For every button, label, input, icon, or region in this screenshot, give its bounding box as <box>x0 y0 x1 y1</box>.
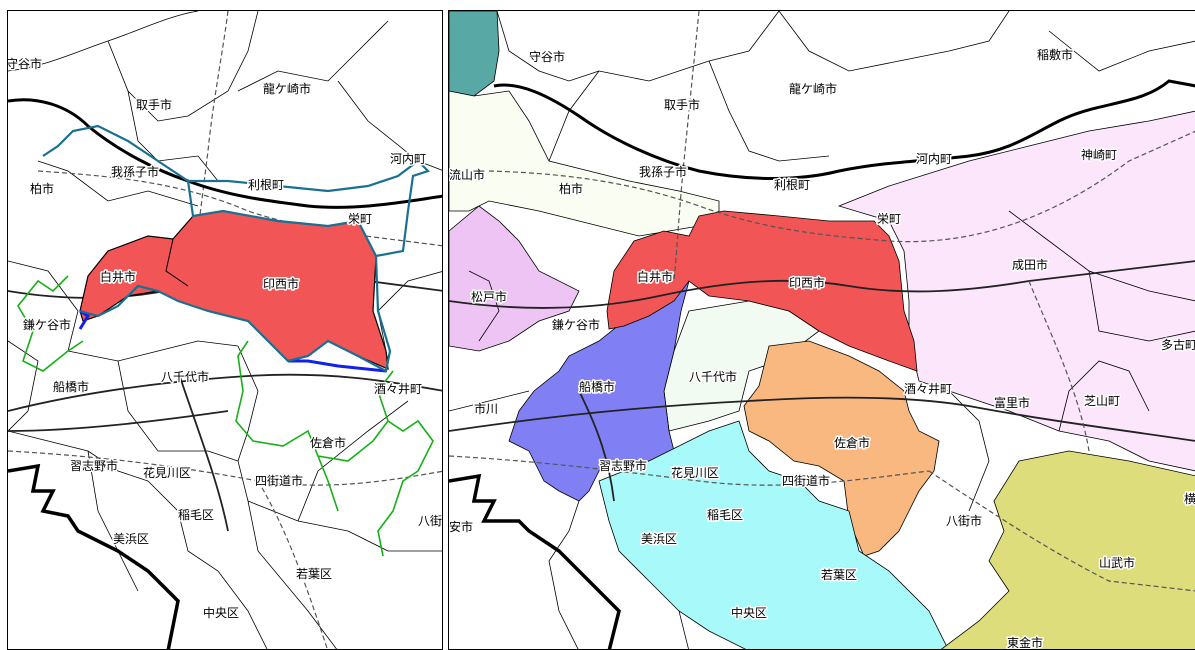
label-tone: 利根町 <box>774 178 810 192</box>
label-yoko: 横 <box>1184 492 1195 506</box>
region-funabashi <box>508 280 690 502</box>
region-matsudo <box>449 205 580 352</box>
label-takomachi: 多古町 <box>1161 337 1195 352</box>
label-shibayama: 芝山町 <box>1084 393 1120 408</box>
label-inzai: 印西市 <box>789 275 825 290</box>
label-chuo: 中央区 <box>731 605 767 620</box>
region-shiroi-inzai <box>606 210 918 372</box>
label-funabashi: 船橋市 <box>53 379 89 394</box>
left-map-canvas: 守谷市 取手市 龍ケ崎市 我孫子市 利根町 河内町 柏市 栄町 白井市 印西市 … <box>8 11 442 649</box>
label-abiko: 我孫子市 <box>639 164 687 179</box>
label-shisui: 酒々井町 <box>374 382 422 396</box>
dashed-railways <box>8 11 442 649</box>
label-wakaba: 若葉区 <box>296 567 332 581</box>
label-ryugasaki: 龍ケ崎市 <box>263 81 311 96</box>
label-mihama: 美浜区 <box>113 532 149 546</box>
label-togane: 東金市 <box>1007 635 1043 650</box>
label-kashiwa: 柏市 <box>30 181 54 196</box>
label-inashiki: 稲敷市 <box>1037 47 1073 62</box>
label-yachiyo: 八千代市 <box>689 369 737 384</box>
label-shiroi: 白井市 <box>100 269 136 284</box>
label-wakaba: 若葉区 <box>821 568 857 582</box>
label-yachiyo: 八千代市 <box>161 369 209 384</box>
label-mihama: 美浜区 <box>641 532 677 546</box>
right-map-labels: 守谷市 稲敷市 取手市 龍ケ崎市 河内町 神崎町 流山市 我孫子市 柏市 利根町… <box>449 46 1195 650</box>
label-inage: 稲毛区 <box>178 508 214 522</box>
region-sakura <box>743 340 940 557</box>
label-hanamigawa: 花見川区 <box>143 465 191 480</box>
dashed-railways <box>449 11 1195 592</box>
label-yotsukaido: 四街道市 <box>255 473 303 488</box>
label-sakae: 栄町 <box>348 212 372 226</box>
label-kozaki: 神崎町 <box>1081 148 1117 162</box>
tone-river <box>8 98 442 209</box>
label-urayasu: 安市 <box>449 519 473 534</box>
label-kawachi: 河内町 <box>390 152 426 166</box>
label-tomisato: 富里市 <box>994 395 1030 410</box>
label-shiroi: 白井市 <box>637 269 673 284</box>
shiroi-inzai-border <box>165 238 189 287</box>
label-kawachi: 河内町 <box>916 152 952 166</box>
tokyo-bay-coast <box>449 473 621 649</box>
label-funabashi: 船橋市 <box>579 379 615 394</box>
label-inzai: 印西市 <box>263 276 299 291</box>
label-hanamigawa: 花見川区 <box>671 465 719 480</box>
label-narita: 成田市 <box>1012 257 1048 272</box>
municipal-regions <box>449 11 1195 649</box>
label-yachimata: 八街 <box>418 514 442 528</box>
tokyo-bay-coast <box>8 463 180 649</box>
tone-river <box>493 79 1195 180</box>
label-toride: 取手市 <box>664 97 700 112</box>
right-map-panel[interactable]: 守谷市 稲敷市 取手市 龍ケ崎市 河内町 神崎町 流山市 我孫子市 柏市 利根町… <box>448 10 1195 650</box>
label-yachimata: 八街市 <box>946 513 982 528</box>
label-toride: 取手市 <box>136 97 172 112</box>
label-sakae: 栄町 <box>877 212 901 226</box>
municipal-boundaries <box>449 11 1195 649</box>
label-sammu: 山武市 <box>1099 555 1135 570</box>
label-moriya: 守谷市 <box>8 56 42 71</box>
label-nagareyama: 流山市 <box>449 167 485 182</box>
label-kamagaya: 鎌ケ谷市 <box>23 317 71 332</box>
label-moriya: 守谷市 <box>529 49 565 64</box>
label-ichikawa: 市川 <box>474 401 498 416</box>
left-map-panel[interactable]: 守谷市 取手市 龍ケ崎市 我孫子市 利根町 河内町 柏市 栄町 白井市 印西市 … <box>7 10 443 650</box>
region-wakaba <box>598 420 949 649</box>
label-ryugasaki: 龍ケ崎市 <box>789 81 837 96</box>
label-inage: 稲毛区 <box>707 508 743 522</box>
label-chuo: 中央区 <box>203 605 239 620</box>
label-tone: 利根町 <box>248 178 284 192</box>
label-narashino: 習志野市 <box>599 458 647 473</box>
railways <box>449 260 1195 502</box>
green-route <box>17 275 434 557</box>
label-shisui: 酒々井町 <box>904 382 952 396</box>
label-yotsukaido: 四街道市 <box>782 473 830 488</box>
right-map-canvas: 守谷市 稲敷市 取手市 龍ケ崎市 河内町 神崎町 流山市 我孫子市 柏市 利根町… <box>449 11 1195 650</box>
region-kashiwa <box>449 90 720 237</box>
label-sakura: 佐倉市 <box>834 435 870 450</box>
teal-route <box>42 124 431 373</box>
region-moriya <box>449 11 500 97</box>
label-narashino: 習志野市 <box>70 458 118 473</box>
region-narita <box>837 110 1195 472</box>
label-matsudo: 松戸市 <box>471 289 507 304</box>
municipal-boundaries <box>8 11 442 649</box>
region-sammu <box>941 450 1195 649</box>
label-kashiwa: 柏市 <box>559 181 583 196</box>
label-kamagaya: 鎌ケ谷市 <box>552 317 600 332</box>
left-map-labels: 守谷市 取手市 龍ケ崎市 我孫子市 利根町 河内町 柏市 栄町 白井市 印西市 … <box>8 55 442 622</box>
label-sakura: 佐倉市 <box>310 435 346 450</box>
label-abiko: 我孫子市 <box>111 164 159 179</box>
